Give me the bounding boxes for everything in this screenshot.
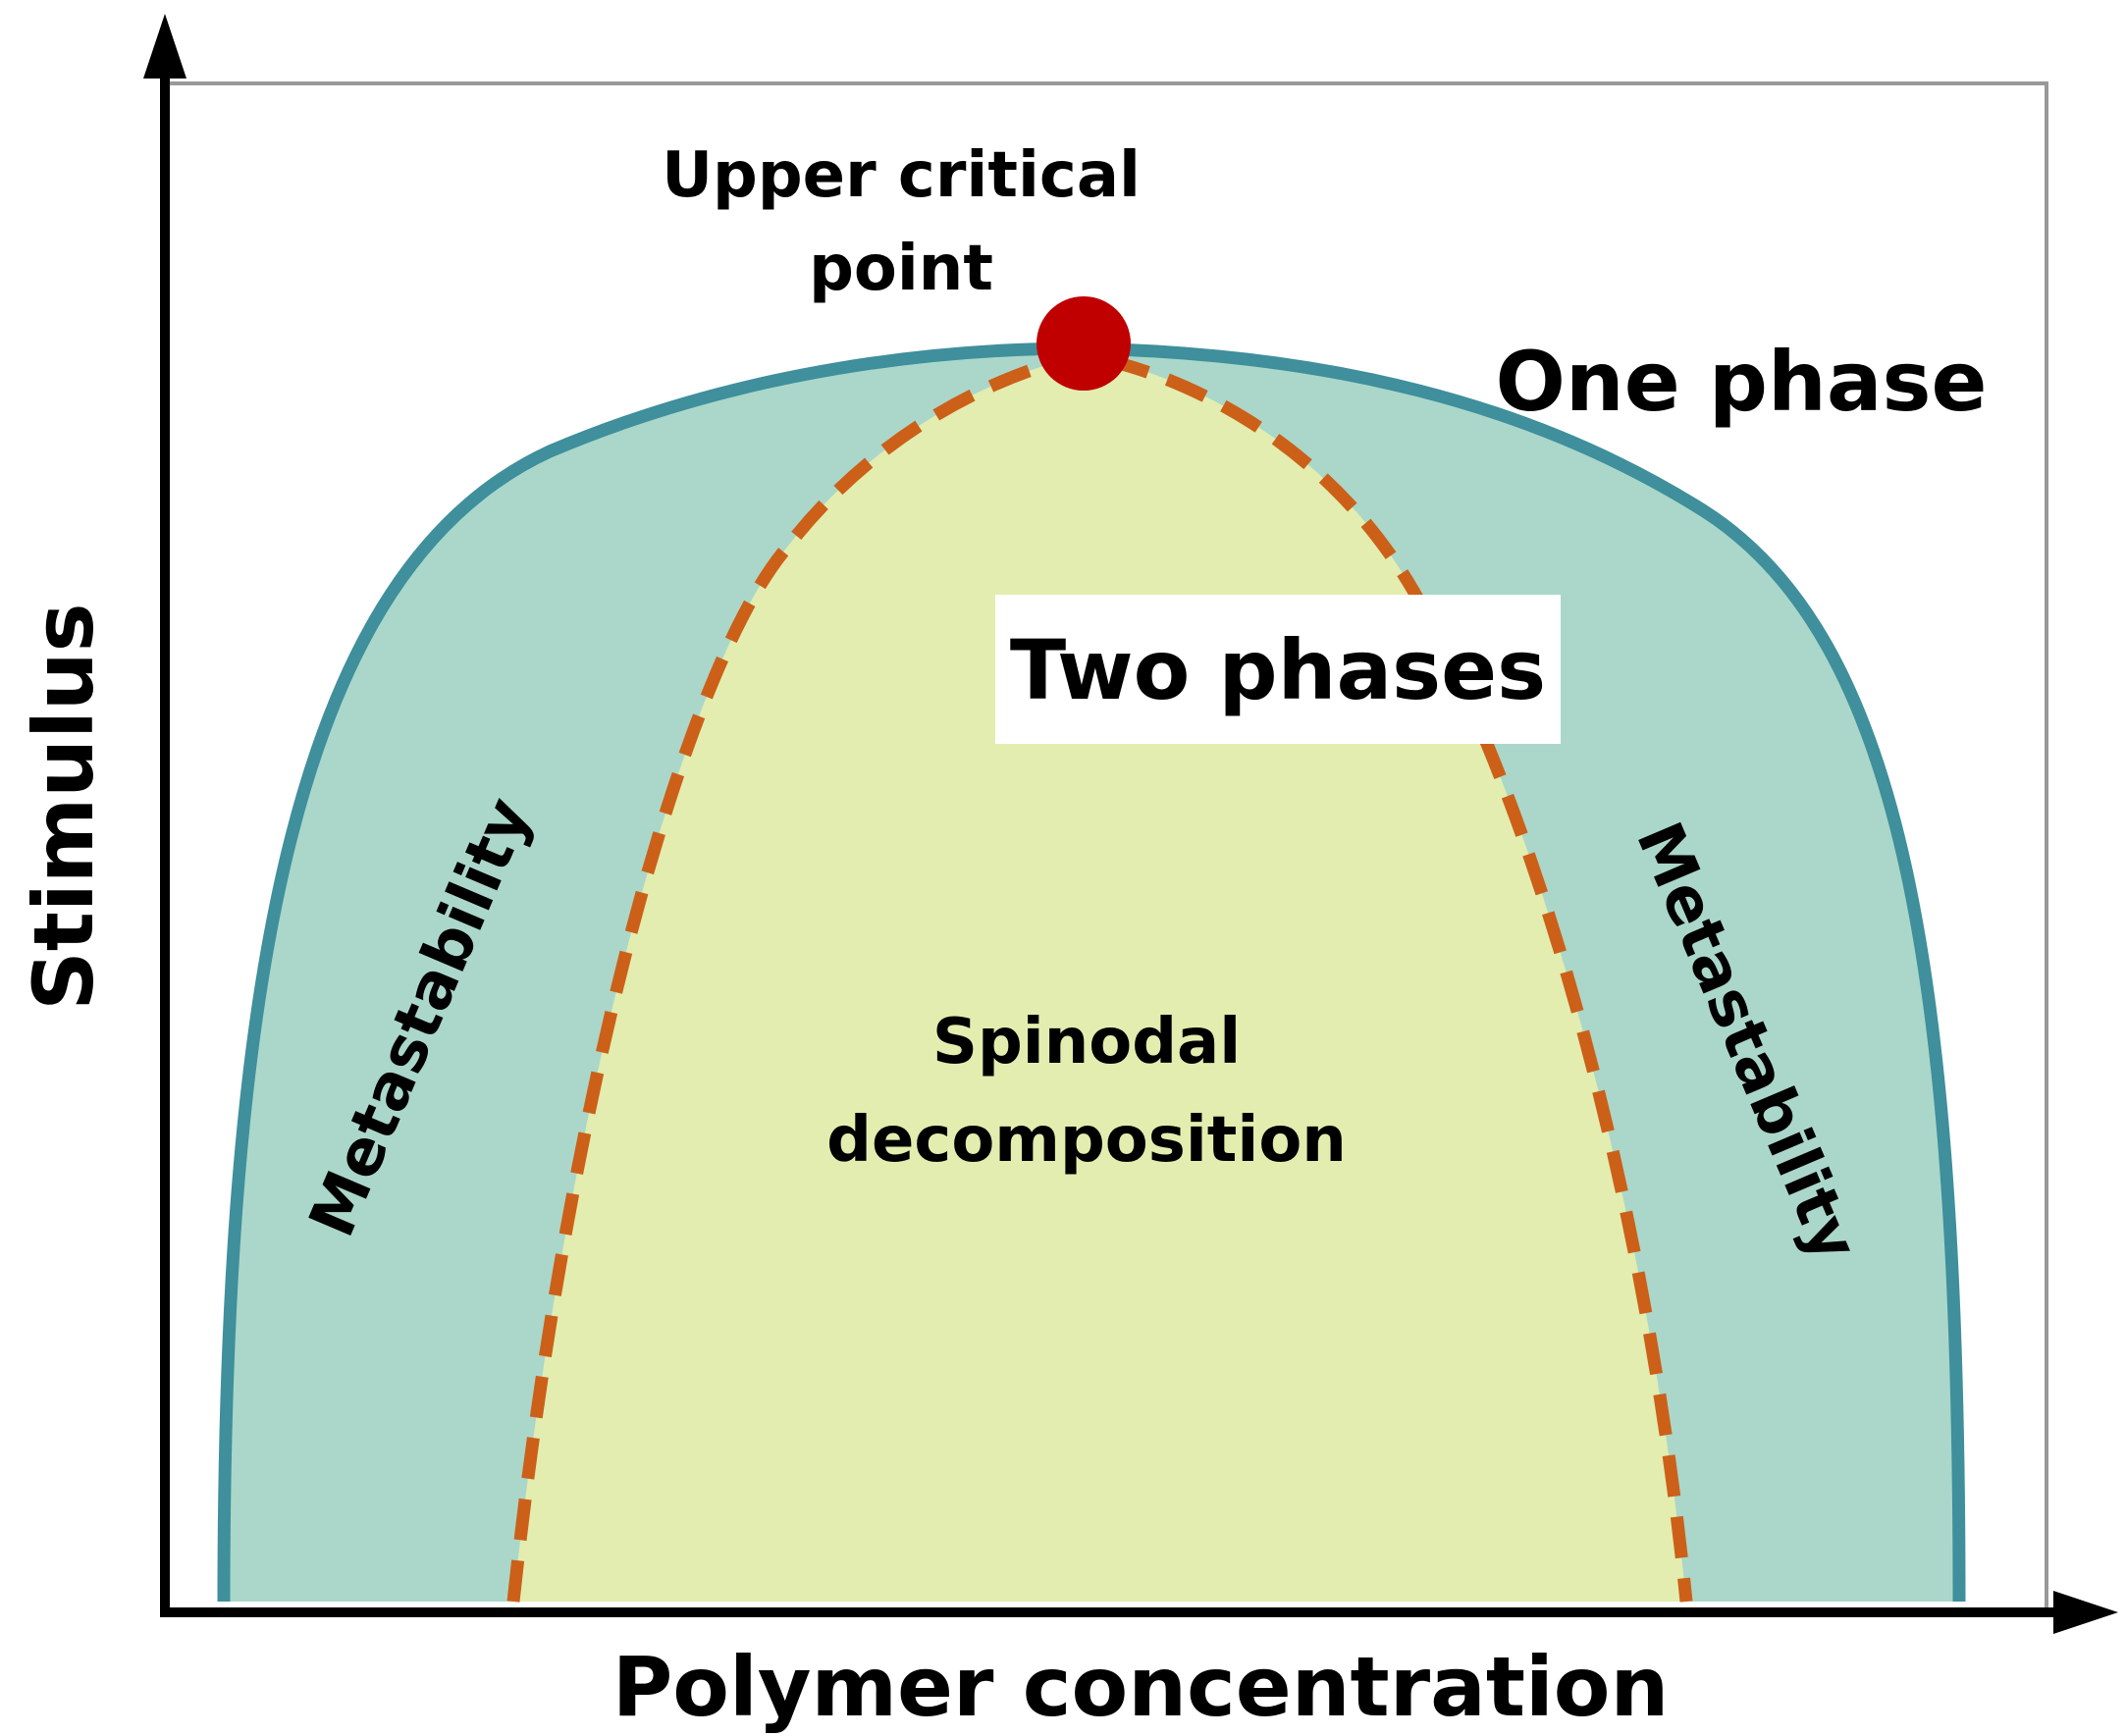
- y-axis-label: Stimulus: [16, 603, 112, 1010]
- upper-critical-point-label-line1: Upper critical: [662, 139, 1141, 212]
- x-axis-label: Polymer concentration: [612, 1639, 1670, 1735]
- two-phases-label: Two phases: [1010, 622, 1546, 718]
- spinodal-decomposition-label-line2: decomposition: [826, 1104, 1347, 1177]
- spinodal-decomposition-label-line1: Spinodal: [932, 1006, 1241, 1078]
- one-phase-label: One phase: [1495, 334, 1987, 430]
- plot-frame: [167, 81, 2048, 1612]
- upper-critical-point-label-line2: point: [809, 233, 993, 305]
- two-phases-label-box: [995, 595, 1561, 744]
- y-axis-arrow: [143, 14, 186, 79]
- x-axis-arrow: [2053, 1591, 2118, 1634]
- upper-critical-point-marker: [1036, 296, 1131, 391]
